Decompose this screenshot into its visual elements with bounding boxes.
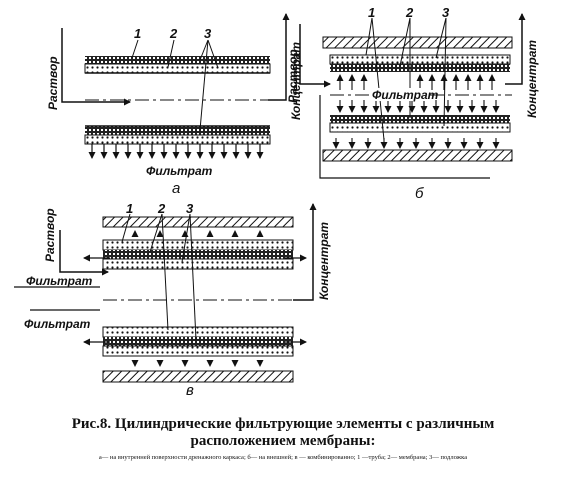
label-solution-c: Раствор — [43, 208, 57, 262]
num-3-b: 3 — [442, 5, 450, 20]
tube-bottom-b — [322, 149, 513, 162]
membrane-bottom-a — [85, 126, 270, 135]
num-1-b: 1 — [368, 5, 375, 20]
figure-diagram: 1 2 3 Раствор Концентрат Фильтрат а — [14, 5, 539, 399]
sublabel-a: а — [172, 180, 180, 197]
label-solution-b: Раствор — [286, 49, 300, 103]
substrate-bottom-a — [84, 134, 271, 145]
diagram-a: 1 2 3 Раствор Концентрат Фильтрат а — [46, 13, 303, 197]
caption-title-line2: расположением мембраны: — [190, 433, 376, 449]
label-concentrate-c: Концентрат — [317, 222, 331, 300]
label-concentrate-b: Концентрат — [525, 40, 539, 118]
label-filtrate-a: Фильтрат — [146, 164, 213, 178]
num-1-a: 1 — [134, 26, 141, 41]
num-2-c: 2 — [157, 201, 166, 216]
diagram-c: 1 2 3 Раствор Концентрат Фильтрат Фильтр… — [14, 201, 331, 399]
diagram-b: 1 2 3 Раствор Концентрат Фильтрат б — [286, 5, 539, 202]
num-2-b: 2 — [405, 5, 414, 20]
filtrate-arrows-b — [332, 74, 500, 149]
num-1-c: 1 — [126, 201, 133, 216]
flow-arrows-c — [14, 254, 307, 346]
caption-title-line1: Рис.8. Цилиндрические фильтрующие элемен… — [71, 416, 495, 432]
filtrate-arrows-c — [131, 230, 264, 367]
tube-top-c — [102, 216, 294, 228]
tube-bottom-c — [102, 370, 294, 383]
label-filtrate-c-bottom: Фильтрат — [24, 317, 91, 331]
label-solution-a: Раствор — [46, 56, 60, 110]
num-3-c: 3 — [186, 201, 194, 216]
filtrate-arrows-a — [88, 144, 264, 159]
substrate-top-a — [84, 63, 271, 74]
figure-caption: Рис.8. Цилиндрические фильтрующие элемен… — [0, 416, 566, 462]
label-filtrate-b: Фильтрат — [372, 88, 439, 102]
num-2-a: 2 — [169, 26, 178, 41]
sublabel-c: в — [186, 382, 194, 399]
num-3-a: 3 — [204, 26, 212, 41]
tube-top-b — [322, 36, 513, 49]
label-filtrate-c-top: Фильтрат — [26, 274, 93, 288]
sublabel-b: б — [415, 185, 424, 202]
membrane-top-a — [85, 56, 270, 64]
caption-legend: а— на внутренней поверхности дренажного … — [98, 454, 468, 461]
